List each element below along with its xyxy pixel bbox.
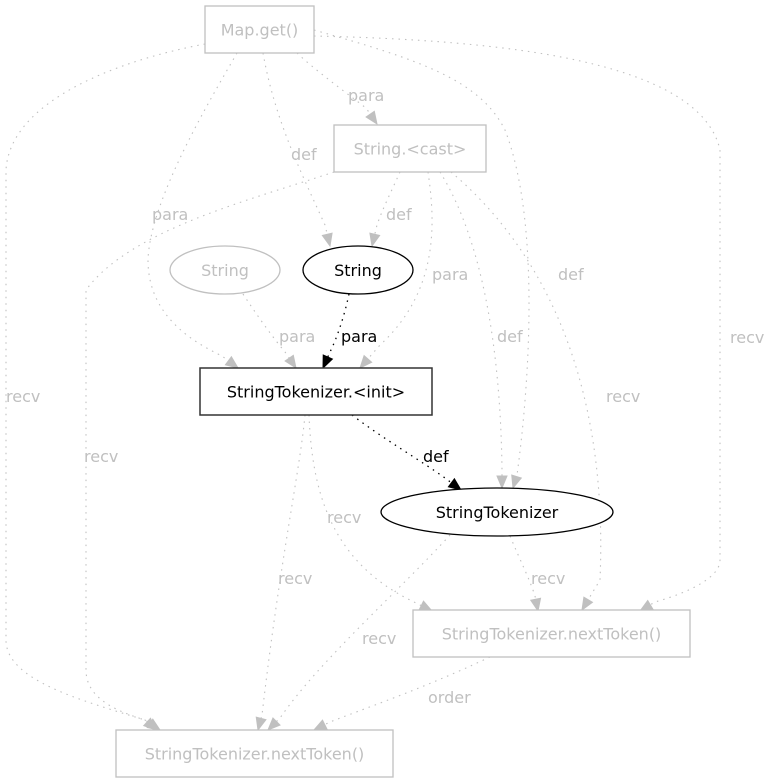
arrowhead-icon xyxy=(359,354,373,369)
nodes-layer: Map.get() String.<cast> String StringString… xyxy=(115,5,691,778)
edge-label: recv xyxy=(327,508,361,527)
edge-label: recv xyxy=(606,387,640,406)
edge-string_gray-to-st_init: para xyxy=(242,293,315,370)
edge-string_cast-to-string_black: def xyxy=(369,171,412,248)
node-label: String xyxy=(201,261,249,280)
arrowhead-icon xyxy=(312,719,328,731)
edge-string_black-to-st_init: para xyxy=(322,293,377,370)
edge-label: recv xyxy=(362,629,396,648)
edge-label: recv xyxy=(278,569,312,588)
edge-st_var-to-next_token_2: recv xyxy=(509,535,565,613)
node-next-token-2[interactable]: StringTokenizer.nextToken() xyxy=(115,729,394,778)
node-ellipse xyxy=(380,487,614,537)
node-label: StringTokenizer.nextToken() xyxy=(442,625,662,644)
edge-label: def xyxy=(558,265,584,284)
arrowhead-icon xyxy=(529,597,542,613)
edge-line xyxy=(313,35,721,612)
edge-label: def xyxy=(291,145,317,164)
edge-label: para xyxy=(152,205,188,224)
edge-st_init-to-st_var: def xyxy=(351,414,463,491)
node-ellipse xyxy=(169,245,281,295)
arrowhead-icon xyxy=(369,232,381,248)
edge-st_var-to-next_token_1: recv xyxy=(267,534,451,731)
arrowhead-icon xyxy=(321,232,333,248)
node-map-get[interactable]: Map.get() xyxy=(204,5,315,54)
node-label: String xyxy=(334,261,382,280)
arrowhead-icon xyxy=(267,717,281,731)
arrowhead-icon xyxy=(322,354,334,370)
edge-line xyxy=(359,171,433,369)
node-ellipse xyxy=(302,245,414,295)
edge-label: recv xyxy=(6,387,40,406)
edge-string_cast-to-next_token_2: recv xyxy=(84,171,335,731)
node-string-gray[interactable]: String xyxy=(169,245,281,295)
edge-string_cast-to-st_init: para xyxy=(359,171,468,369)
node-st-var[interactable]: StringTokenizer xyxy=(380,487,614,537)
edge-label: para xyxy=(279,327,315,346)
edge-st_init-to-next_token_2: recv xyxy=(308,414,434,612)
edge-line xyxy=(322,293,350,369)
edge-string_cast-to-next_token_1: recv xyxy=(450,171,640,612)
node-string-cast[interactable]: String.<cast> xyxy=(333,124,487,173)
node-label: StringTokenizer.<init> xyxy=(227,383,405,402)
node-st-init[interactable]: StringTokenizer.<init> xyxy=(199,367,433,416)
edge-line xyxy=(351,414,462,491)
edge-label: para xyxy=(432,265,468,284)
arrowhead-icon xyxy=(581,596,594,612)
edge-label: para xyxy=(341,327,377,346)
node-label: String.<cast> xyxy=(354,140,467,159)
edge-label: order xyxy=(428,688,471,707)
node-box xyxy=(412,609,691,658)
node-box xyxy=(115,729,394,778)
edge-next_token_1-to-next_token_2: order xyxy=(312,656,491,731)
edge-label: def xyxy=(423,447,449,466)
node-box xyxy=(333,124,487,173)
edge-label: recv xyxy=(730,328,764,347)
node-box xyxy=(204,5,315,54)
node-string-black[interactable]: String xyxy=(302,245,414,295)
node-label: StringTokenizer.nextToken() xyxy=(145,745,365,764)
edge-map_get-to-st_var: def xyxy=(313,29,584,490)
arrowhead-icon xyxy=(365,110,378,126)
arrowhead-icon xyxy=(224,355,240,369)
arrowhead-icon xyxy=(447,477,463,491)
edge-map_get-to-string_black: def xyxy=(262,52,333,248)
arrowhead-icon xyxy=(511,474,523,490)
arrowhead-icon xyxy=(255,716,267,732)
edge-label: para xyxy=(348,86,384,105)
arrowhead-icon xyxy=(496,475,508,490)
arrowhead-icon xyxy=(284,354,297,370)
edge-line xyxy=(371,171,401,247)
node-label: Map.get() xyxy=(221,21,299,40)
edge-line xyxy=(267,534,451,731)
edges-layer: para def para def recv recv def para def recv recv… xyxy=(5,29,764,732)
edge-st_init-to-next_token_1: recv xyxy=(255,414,312,732)
edge-line xyxy=(439,171,503,488)
edge-label: def xyxy=(386,205,412,224)
arrowhead-icon xyxy=(142,717,157,731)
edge-line xyxy=(450,171,602,611)
edge-label: recv xyxy=(84,447,118,466)
edge-map_get-to-next_token_1: recv xyxy=(5,43,206,731)
edge-line xyxy=(509,535,539,612)
node-label: StringTokenizer xyxy=(436,503,559,522)
edge-map_get-to-string_cast: para xyxy=(296,52,384,126)
edge-label: recv xyxy=(531,569,565,588)
edge-label: def xyxy=(497,327,523,346)
edge-line xyxy=(242,293,297,369)
edge-line xyxy=(296,52,378,125)
edge-line xyxy=(262,52,331,247)
node-box xyxy=(199,367,433,416)
node-next-token-1[interactable]: StringTokenizer.nextToken() xyxy=(412,609,691,658)
edge-string_cast-to-st_var: def xyxy=(439,171,523,490)
edge-map_get-to-st_init: para xyxy=(147,52,240,369)
